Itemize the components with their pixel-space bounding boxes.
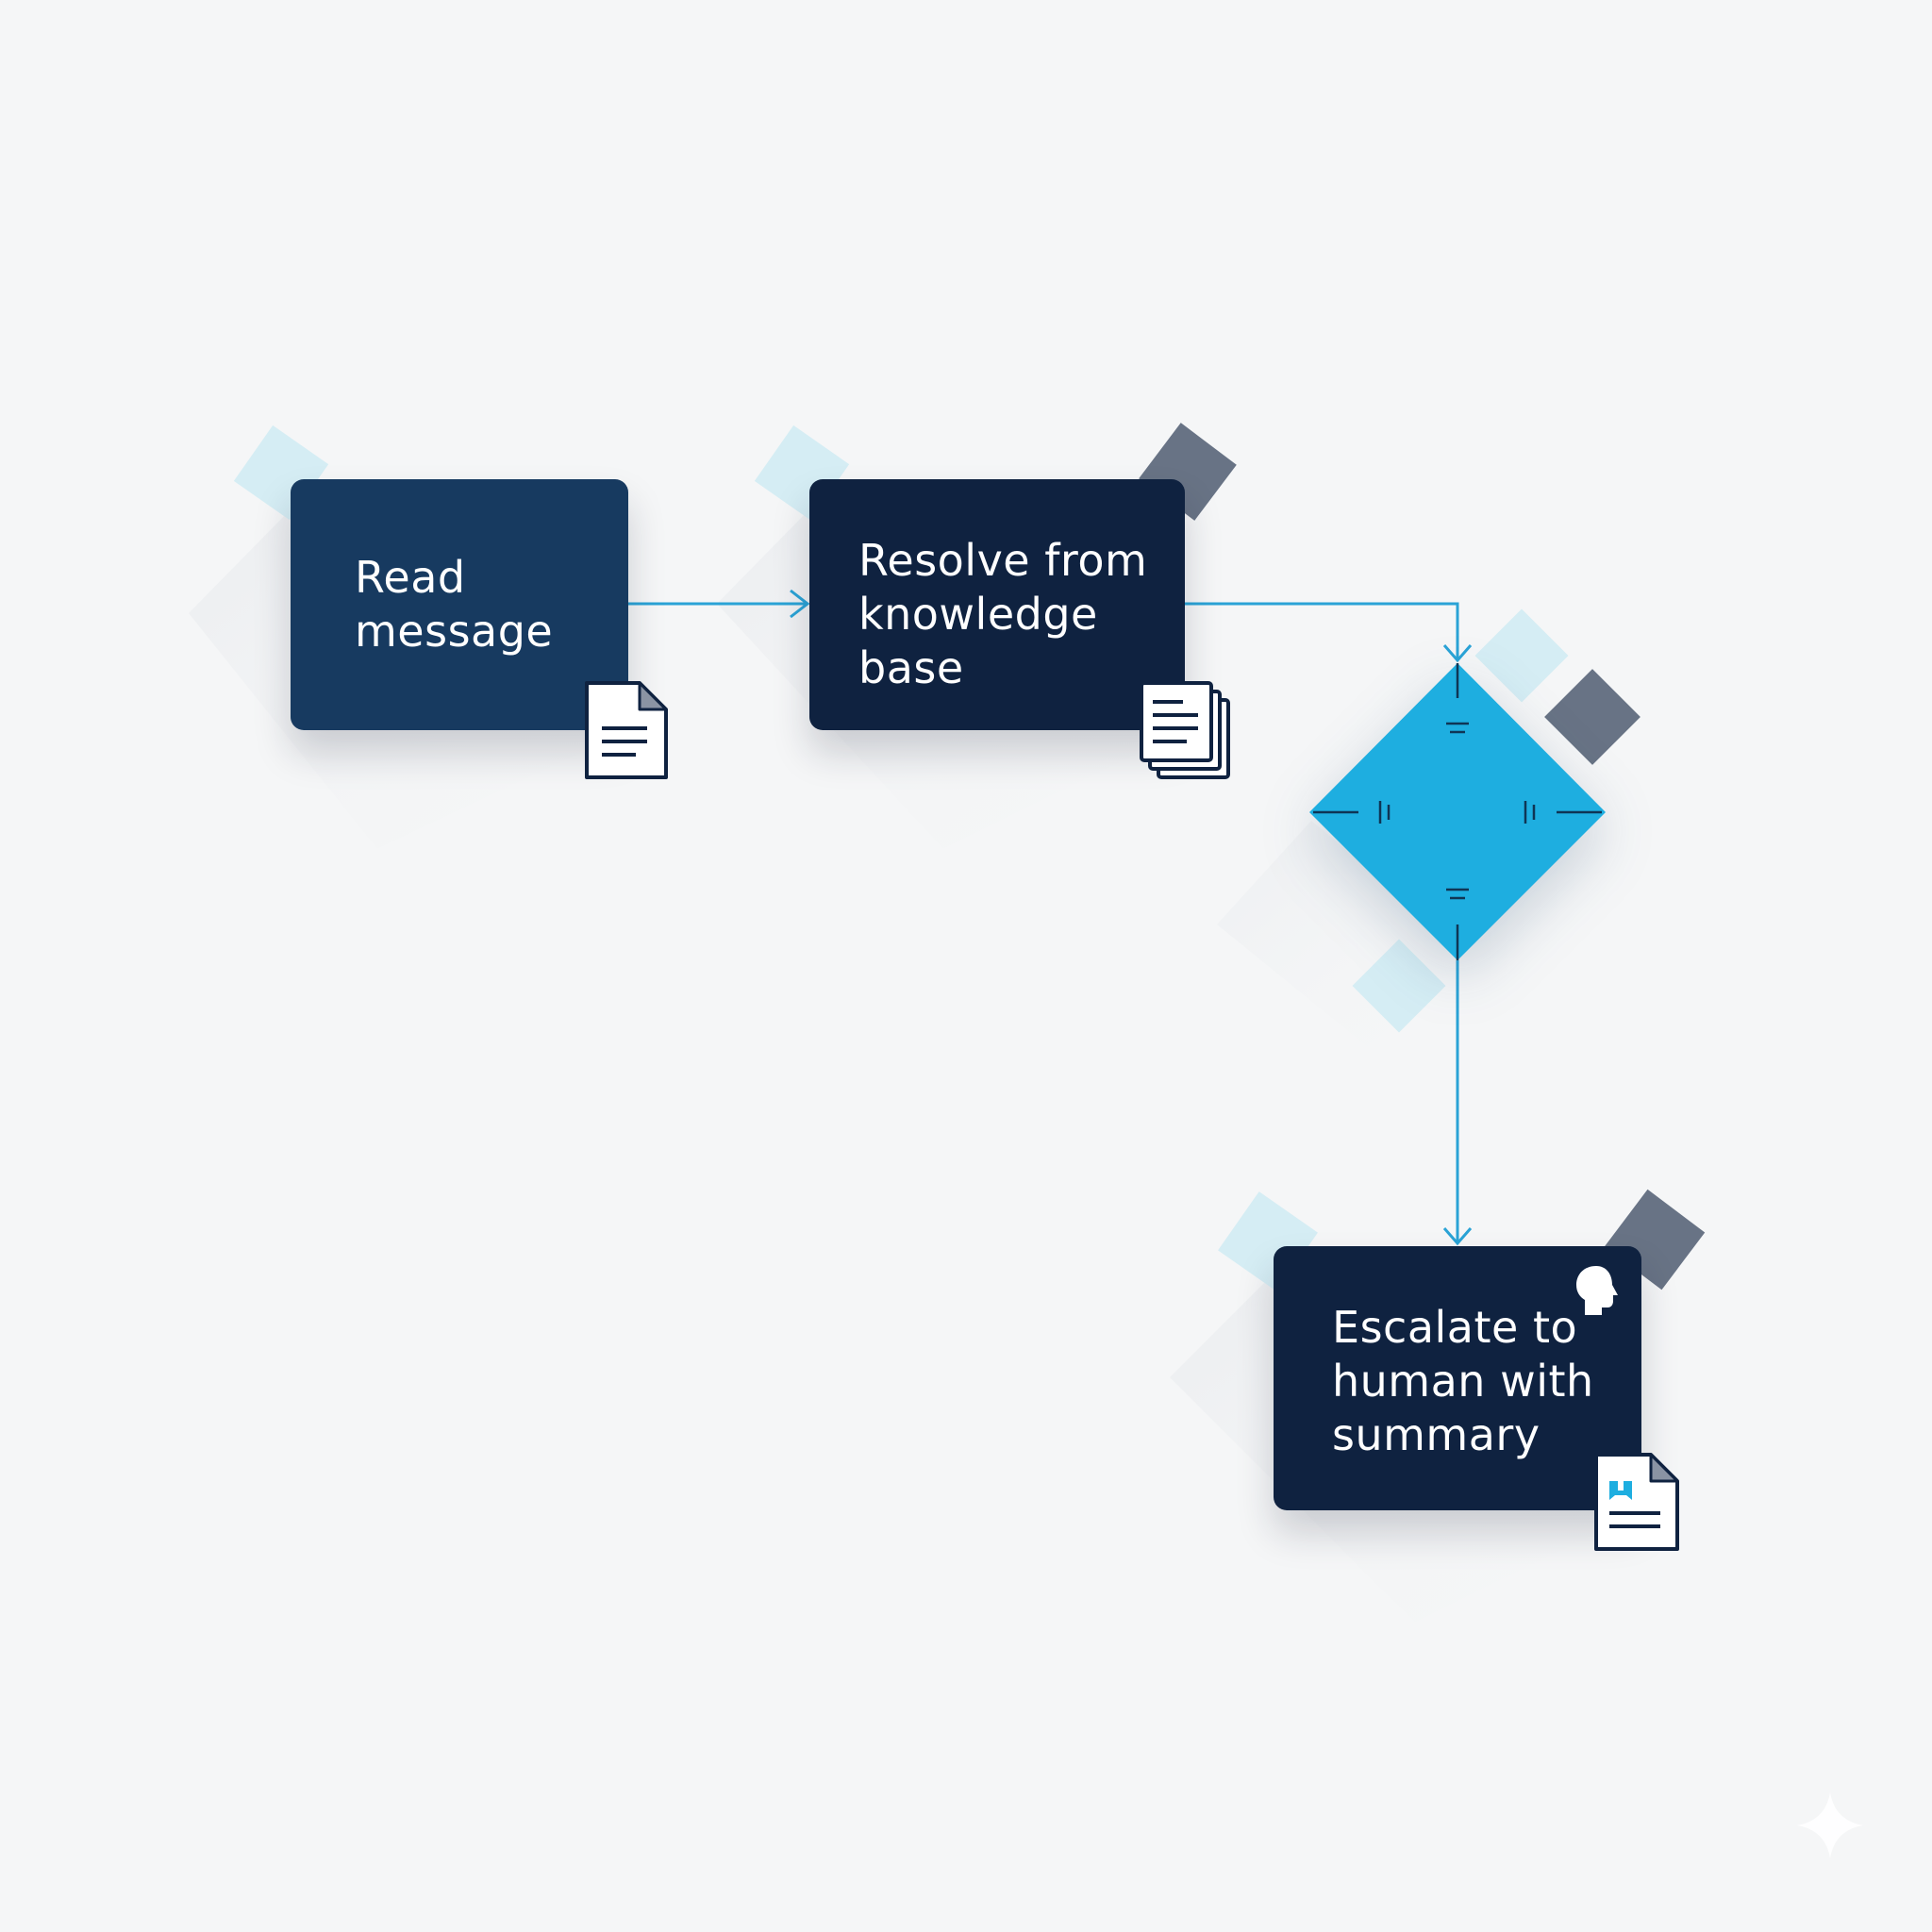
decor-square-dark [1544, 669, 1641, 765]
decision-port-marks [1313, 663, 1602, 960]
document-icon [583, 679, 670, 785]
node-label: Resolve from knowledge base [858, 535, 1148, 693]
connector-resolve-to-decision [1185, 602, 1473, 663]
node-read-message[interactable]: Read message [291, 479, 628, 730]
node-resolve-knowledge-base[interactable]: Resolve from knowledge base [809, 479, 1185, 730]
decor-square-light [1352, 939, 1446, 1033]
connector-decision-to-escalate [1442, 960, 1473, 1246]
human-head-icon [1574, 1264, 1621, 1321]
decor-square-light [1474, 608, 1569, 703]
document-stack-icon [1138, 679, 1232, 785]
decision-diamond[interactable] [1309, 663, 1606, 960]
sparkle-icon [1797, 1792, 1863, 1858]
node-label: Escalate to human with summary [1332, 1302, 1594, 1460]
document-summary-icon [1592, 1451, 1681, 1557]
node-label: Read message [355, 552, 554, 657]
connector-read-to-resolve [628, 589, 810, 619]
